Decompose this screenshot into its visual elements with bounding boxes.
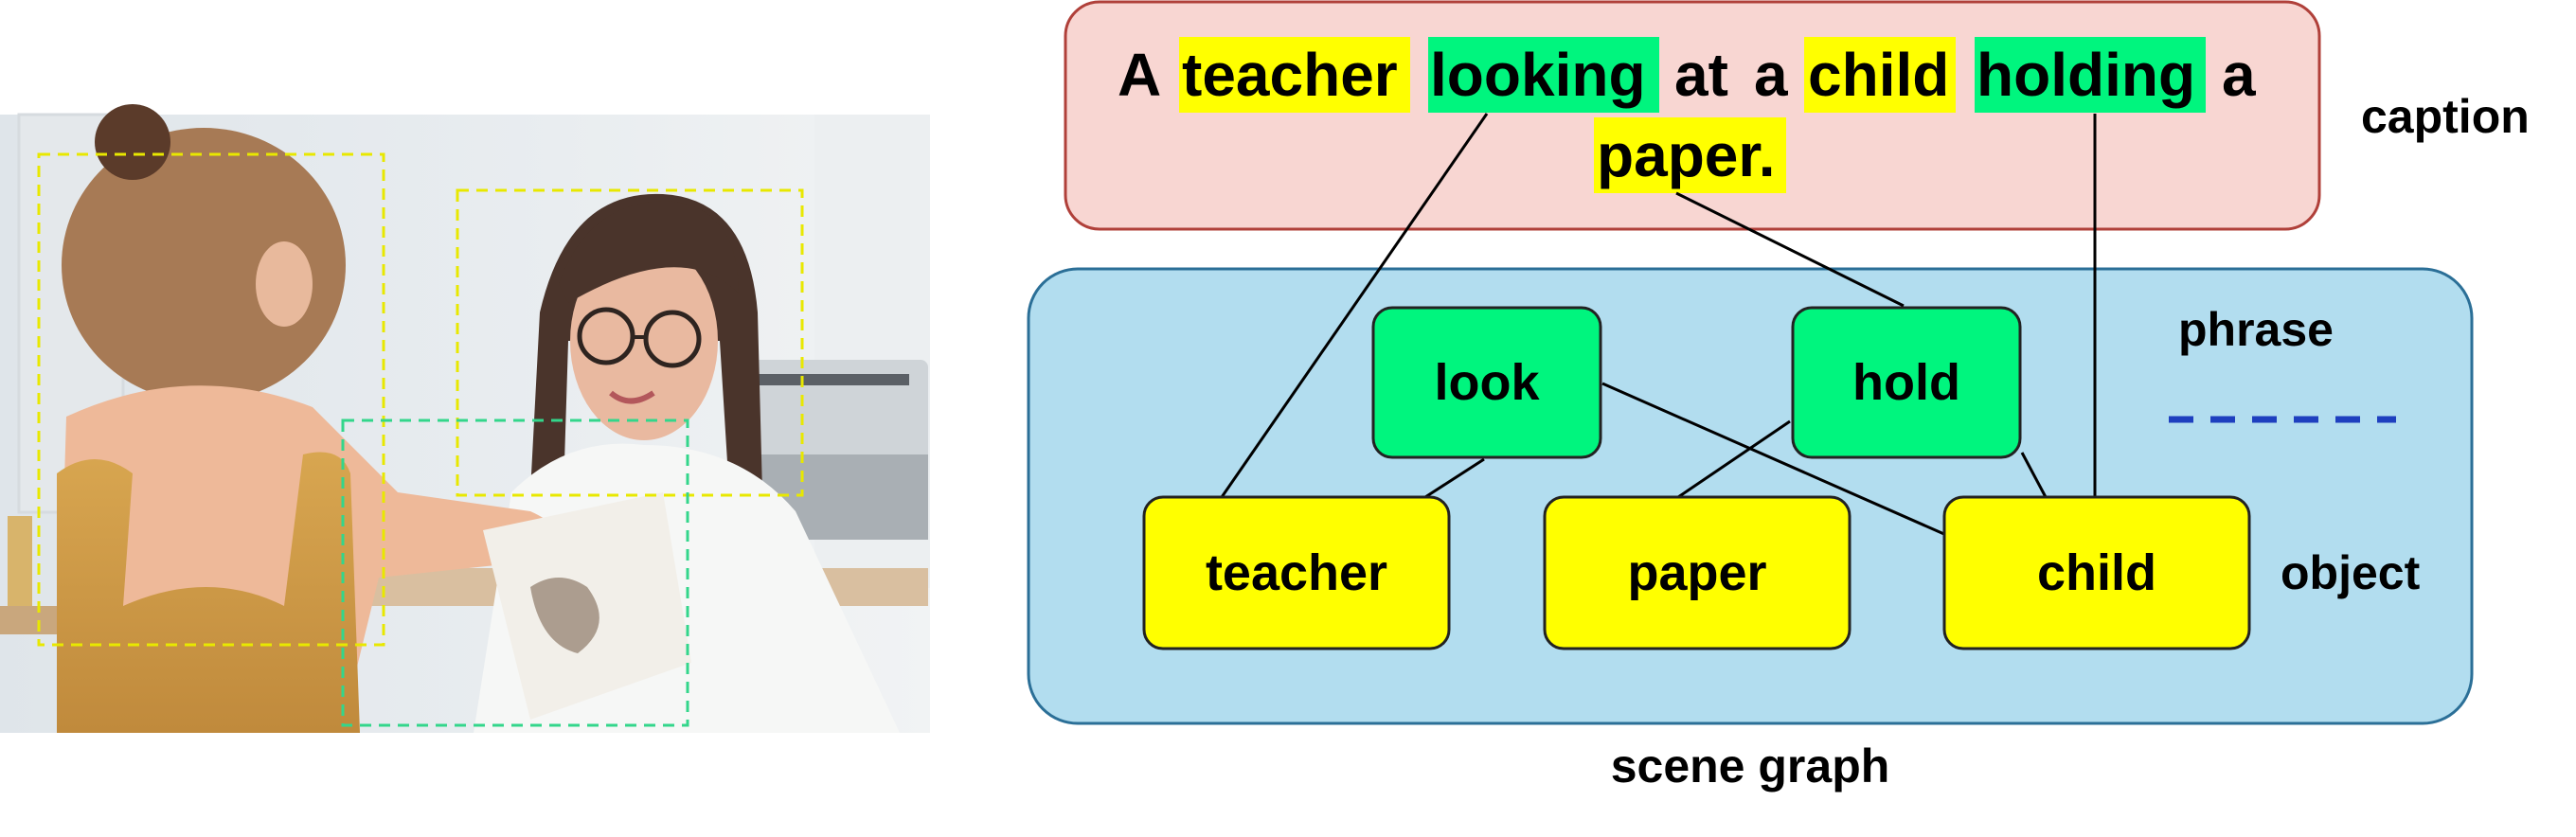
caption-word: looking (1430, 41, 1646, 109)
caption-word: A (1118, 41, 1161, 109)
highlight-holding (1975, 37, 2206, 113)
edge-hold-child (2020, 452, 2048, 498)
paper-box (341, 418, 689, 727)
highlight-looking (1428, 37, 1659, 113)
edge-caption-looking-teacher (1220, 113, 1489, 498)
object-node-teacher: teacher (1142, 495, 1451, 650)
legend-phrase-label: phrase (2178, 303, 2334, 356)
relation-node-hold: hold (1791, 306, 2022, 459)
highlight-child (1804, 37, 1956, 113)
edge-look-child (1601, 382, 1947, 537)
caption-word: a (2222, 41, 2256, 109)
photo (0, 104, 930, 733)
object-label: teacher (1206, 544, 1387, 601)
scene-graph-label: scene graph (1611, 739, 1890, 792)
caption-word: a (1754, 41, 1788, 109)
object-node-child: child (1942, 495, 2251, 650)
caption-highlights (1179, 37, 2206, 193)
highlight-teacher (1179, 37, 1410, 113)
caption-word: teacher (1182, 41, 1398, 109)
relation-label: hold (1852, 354, 1960, 411)
child-box (37, 152, 385, 647)
relation-label: look (1434, 354, 1540, 411)
caption-label: caption (2361, 90, 2530, 143)
caption-word: paper. (1597, 121, 1776, 189)
photo-boxes (37, 152, 804, 727)
caption-text: A teacher looking at a child holding a p… (1118, 41, 2256, 189)
edge-look-teacher (1424, 457, 1485, 499)
object-label: paper (1627, 544, 1766, 601)
caption-word: holding (1977, 41, 2195, 109)
object-node-paper: paper (1543, 495, 1852, 650)
legend-object-label: object (2281, 546, 2421, 599)
relation-node-look: look (1371, 306, 1602, 459)
highlight-paper (1594, 117, 1786, 193)
edge-hold-paper (1677, 419, 1791, 499)
edge-caption-paper-hold (1675, 191, 1905, 308)
caption-word: at (1674, 41, 1728, 109)
caption-panel (1064, 0, 2321, 231)
object-label: child (2037, 544, 2156, 601)
connectors (1220, 113, 2097, 537)
caption-word: child (1808, 41, 1949, 109)
teacher-box (456, 188, 804, 497)
